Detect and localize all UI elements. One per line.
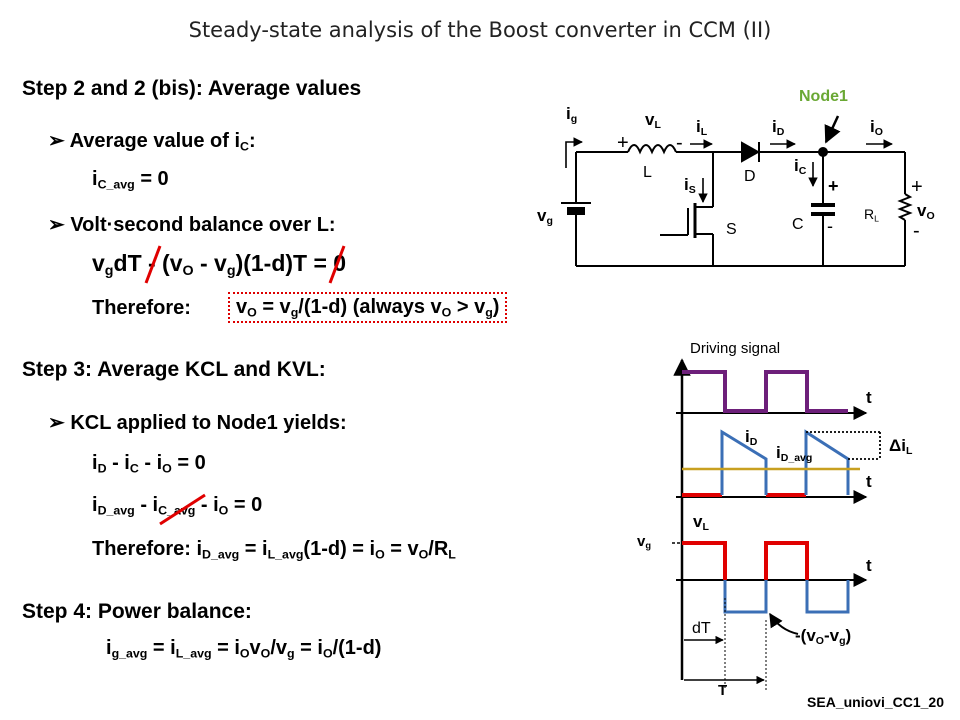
iL-label: iL: [696, 117, 708, 138]
eq-kcl-avg: iD_avg - iC_avg - iO = 0: [92, 494, 263, 518]
vL-negative-1: [723, 580, 768, 614]
step2-bullet2: ➢ Volt·second balance over L:: [48, 214, 336, 236]
vL-negative-2: [805, 580, 850, 614]
iD-ramp-2: [804, 429, 850, 495]
driving-signal-wave: [682, 370, 848, 413]
resistor-RL: [897, 193, 913, 221]
source-plate-short: [567, 207, 585, 215]
eq-ic-avg: iC_avg = 0: [92, 168, 169, 192]
S-label: S: [726, 221, 737, 238]
RL-label: RL: [864, 206, 879, 224]
vL-label: vL: [645, 110, 661, 131]
node1-label: Node1: [799, 88, 848, 105]
vg-wave-label: vg: [637, 533, 652, 551]
neg-label-arrow: [769, 612, 799, 635]
step2-heading: Step 2 and 2 (bis): Average values: [22, 77, 362, 100]
strike-T2: [328, 245, 346, 284]
vO-label: vO: [917, 201, 935, 222]
vL-minus: -: [676, 132, 683, 154]
vO-minus: -: [913, 220, 920, 242]
ig-arrow: [565, 137, 583, 168]
vL-positive-1: [682, 541, 727, 580]
cap-minus: -: [827, 216, 833, 236]
L-label: L: [643, 164, 652, 181]
diode-D: [741, 141, 761, 163]
slide-footer-id: SEA_uniovi_CC1_20: [807, 694, 944, 710]
eq-kcl: iD - iC - iO = 0: [92, 452, 206, 476]
cap-plus: +: [828, 176, 839, 196]
C-label: C: [792, 216, 804, 233]
iC-label: iC: [794, 156, 807, 177]
vO-plus: +: [911, 176, 923, 198]
D-label: D: [744, 168, 756, 185]
vL-wave-label: vL: [693, 512, 709, 533]
ig-label: ig: [566, 104, 578, 125]
node1-dot: [818, 147, 828, 157]
waveform-panel: [672, 358, 881, 690]
t-label-2: t: [866, 472, 872, 491]
eq-kcl-therefore: Therefore: iD_avg = iL_avg(1-d) = iO = v…: [92, 538, 456, 562]
t-label-3: t: [866, 556, 872, 575]
step2-bullet1: ➢ Average value of iC:: [48, 130, 256, 154]
iO-label: iO: [870, 117, 883, 138]
iD-avg-wave-label: iD_avg: [776, 443, 813, 464]
bullet-arrow-icon: ➢: [48, 214, 65, 236]
T-label: T: [718, 682, 728, 699]
vg-label: vg: [537, 206, 553, 227]
bullet-arrow-icon: ➢: [48, 130, 65, 152]
boost-circuit: [561, 141, 913, 267]
driving-signal-label: Driving signal: [690, 340, 781, 357]
eq-volt-second: vgdT - (vO - vg)(1-d)T = 0: [92, 250, 347, 279]
eq-power-balance: ig_avg = iL_avg = iOvO/vg = iO/(1-d): [106, 637, 382, 661]
step4-heading: Step 4: Power balance:: [22, 600, 252, 623]
step3-bullet: ➢ KCL applied to Node1 yields:: [48, 412, 347, 434]
step3-heading: Step 3: Average KCL and KVL:: [22, 358, 326, 381]
vL-positive-2: [764, 541, 809, 580]
neg-vO-vg-label: -(vO-vg): [795, 626, 852, 647]
bullet-arrow-icon: ➢: [48, 412, 65, 434]
delta-iL-label: ΔiL: [889, 436, 913, 457]
page-title: Steady-state analysis of the Boost conve…: [188, 18, 772, 42]
therefore-label: Therefore:: [92, 297, 191, 319]
iD-wave-label: iD: [745, 427, 758, 448]
iD-label: iD: [772, 117, 785, 138]
dT-label: dT: [692, 620, 711, 637]
t-label-1: t: [866, 388, 872, 407]
iS-label: iS: [684, 175, 696, 196]
strike-T1: [144, 245, 162, 284]
vL-plus: +: [617, 132, 629, 154]
node1-arrow: [824, 115, 841, 144]
inductor-L: [627, 144, 677, 155]
iD-ramp-1: [720, 429, 768, 495]
boxed-result: vO = vg/(1-d) (always vO > vg): [228, 292, 508, 324]
strike-ic-avg: [159, 493, 206, 526]
